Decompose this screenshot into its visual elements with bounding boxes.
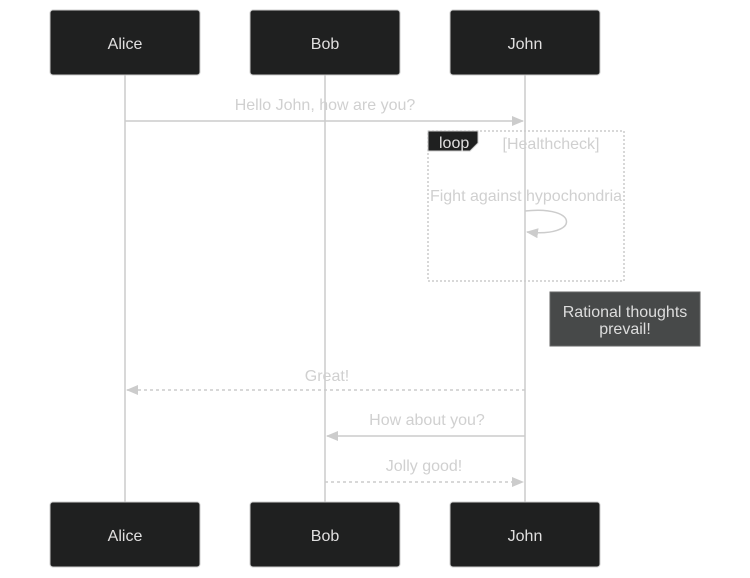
- message-label: Great!: [305, 368, 349, 385]
- actor-label: John: [508, 528, 543, 545]
- message-jolly-good: Jolly good!: [325, 458, 524, 487]
- actor-john-bottom: John: [449, 501, 601, 568]
- message-label: How about you?: [369, 412, 485, 429]
- message-how-about-you: How about you?: [326, 412, 525, 441]
- loop-frame: loop [Healthcheck]: [427, 130, 625, 282]
- loop-condition: [Healthcheck]: [503, 136, 600, 153]
- message-hello: Hello John, how are you?: [125, 97, 524, 126]
- actor-john-top: John: [449, 9, 601, 76]
- actor-label: John: [508, 36, 543, 53]
- actor-label: Bob: [311, 528, 340, 545]
- actor-label: Alice: [108, 528, 143, 545]
- message-great: Great!: [126, 368, 525, 395]
- actor-alice-top: Alice: [49, 9, 201, 76]
- actor-label: Bob: [311, 36, 340, 53]
- actor-bob-top: Bob: [249, 9, 401, 76]
- note: Rational thoughts prevail!: [549, 291, 701, 347]
- note-line-1: Rational thoughts: [563, 304, 688, 321]
- actor-label: Alice: [108, 36, 143, 53]
- actor-alice-bottom: Alice: [49, 501, 201, 568]
- loop-label: loop: [439, 135, 469, 152]
- message-self-hypochondria: Fight against hypochondria: [430, 188, 622, 239]
- message-label: Fight against hypochondria: [430, 188, 622, 205]
- actor-bob-bottom: Bob: [249, 501, 401, 568]
- loop-tab: [427, 130, 479, 152]
- note-line-2: prevail!: [599, 321, 651, 338]
- message-label: Jolly good!: [386, 458, 463, 475]
- message-label: Hello John, how are you?: [235, 97, 416, 114]
